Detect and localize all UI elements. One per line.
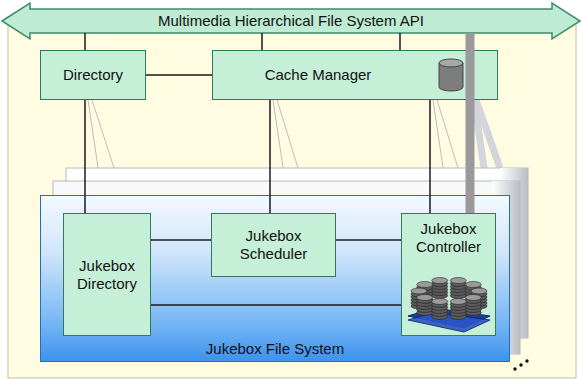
connector-line: [429, 100, 431, 213]
connector-line: [84, 33, 86, 50]
arrow-outline: [2, 3, 580, 39]
node-label: Cache Manager: [265, 66, 372, 84]
panel-title: Jukebox File System: [206, 340, 344, 358]
process-box: Jukebox Scheduler: [211, 213, 336, 277]
connector-line: [269, 100, 271, 213]
api-band: Multimedia Hierarchical File System API: [2, 9, 580, 33]
process-box: Cache Manager: [212, 50, 498, 100]
connector-line: [336, 239, 401, 241]
system-frame: [8, 20, 576, 378]
connector-line: [151, 304, 401, 306]
node-label: Jukebox Directory: [68, 257, 146, 293]
process-box: Jukebox Directory: [63, 213, 151, 336]
continuation-dots: [513, 359, 528, 370]
connector-line: [399, 33, 401, 50]
process-box: Directory: [40, 50, 146, 100]
disk-cache-icon: [437, 57, 467, 93]
subsystem-panel: Jukebox DirectoryJukebox SchedulerJukebo…: [40, 195, 510, 362]
process-box: Jukebox Controller: [401, 213, 496, 336]
node-label: Jukebox Controller: [406, 220, 491, 256]
node-label: Directory: [63, 66, 123, 84]
node-label: Jukebox Scheduler: [216, 227, 331, 263]
data-path-bar: [466, 33, 475, 213]
connector-line: [84, 100, 86, 213]
node-label: Multimedia Hierarchical File System API: [158, 12, 424, 30]
connector-line: [151, 239, 211, 241]
connector-line: [261, 33, 263, 50]
connector-line: [146, 74, 212, 76]
jukebox-illustration: [404, 272, 494, 334]
